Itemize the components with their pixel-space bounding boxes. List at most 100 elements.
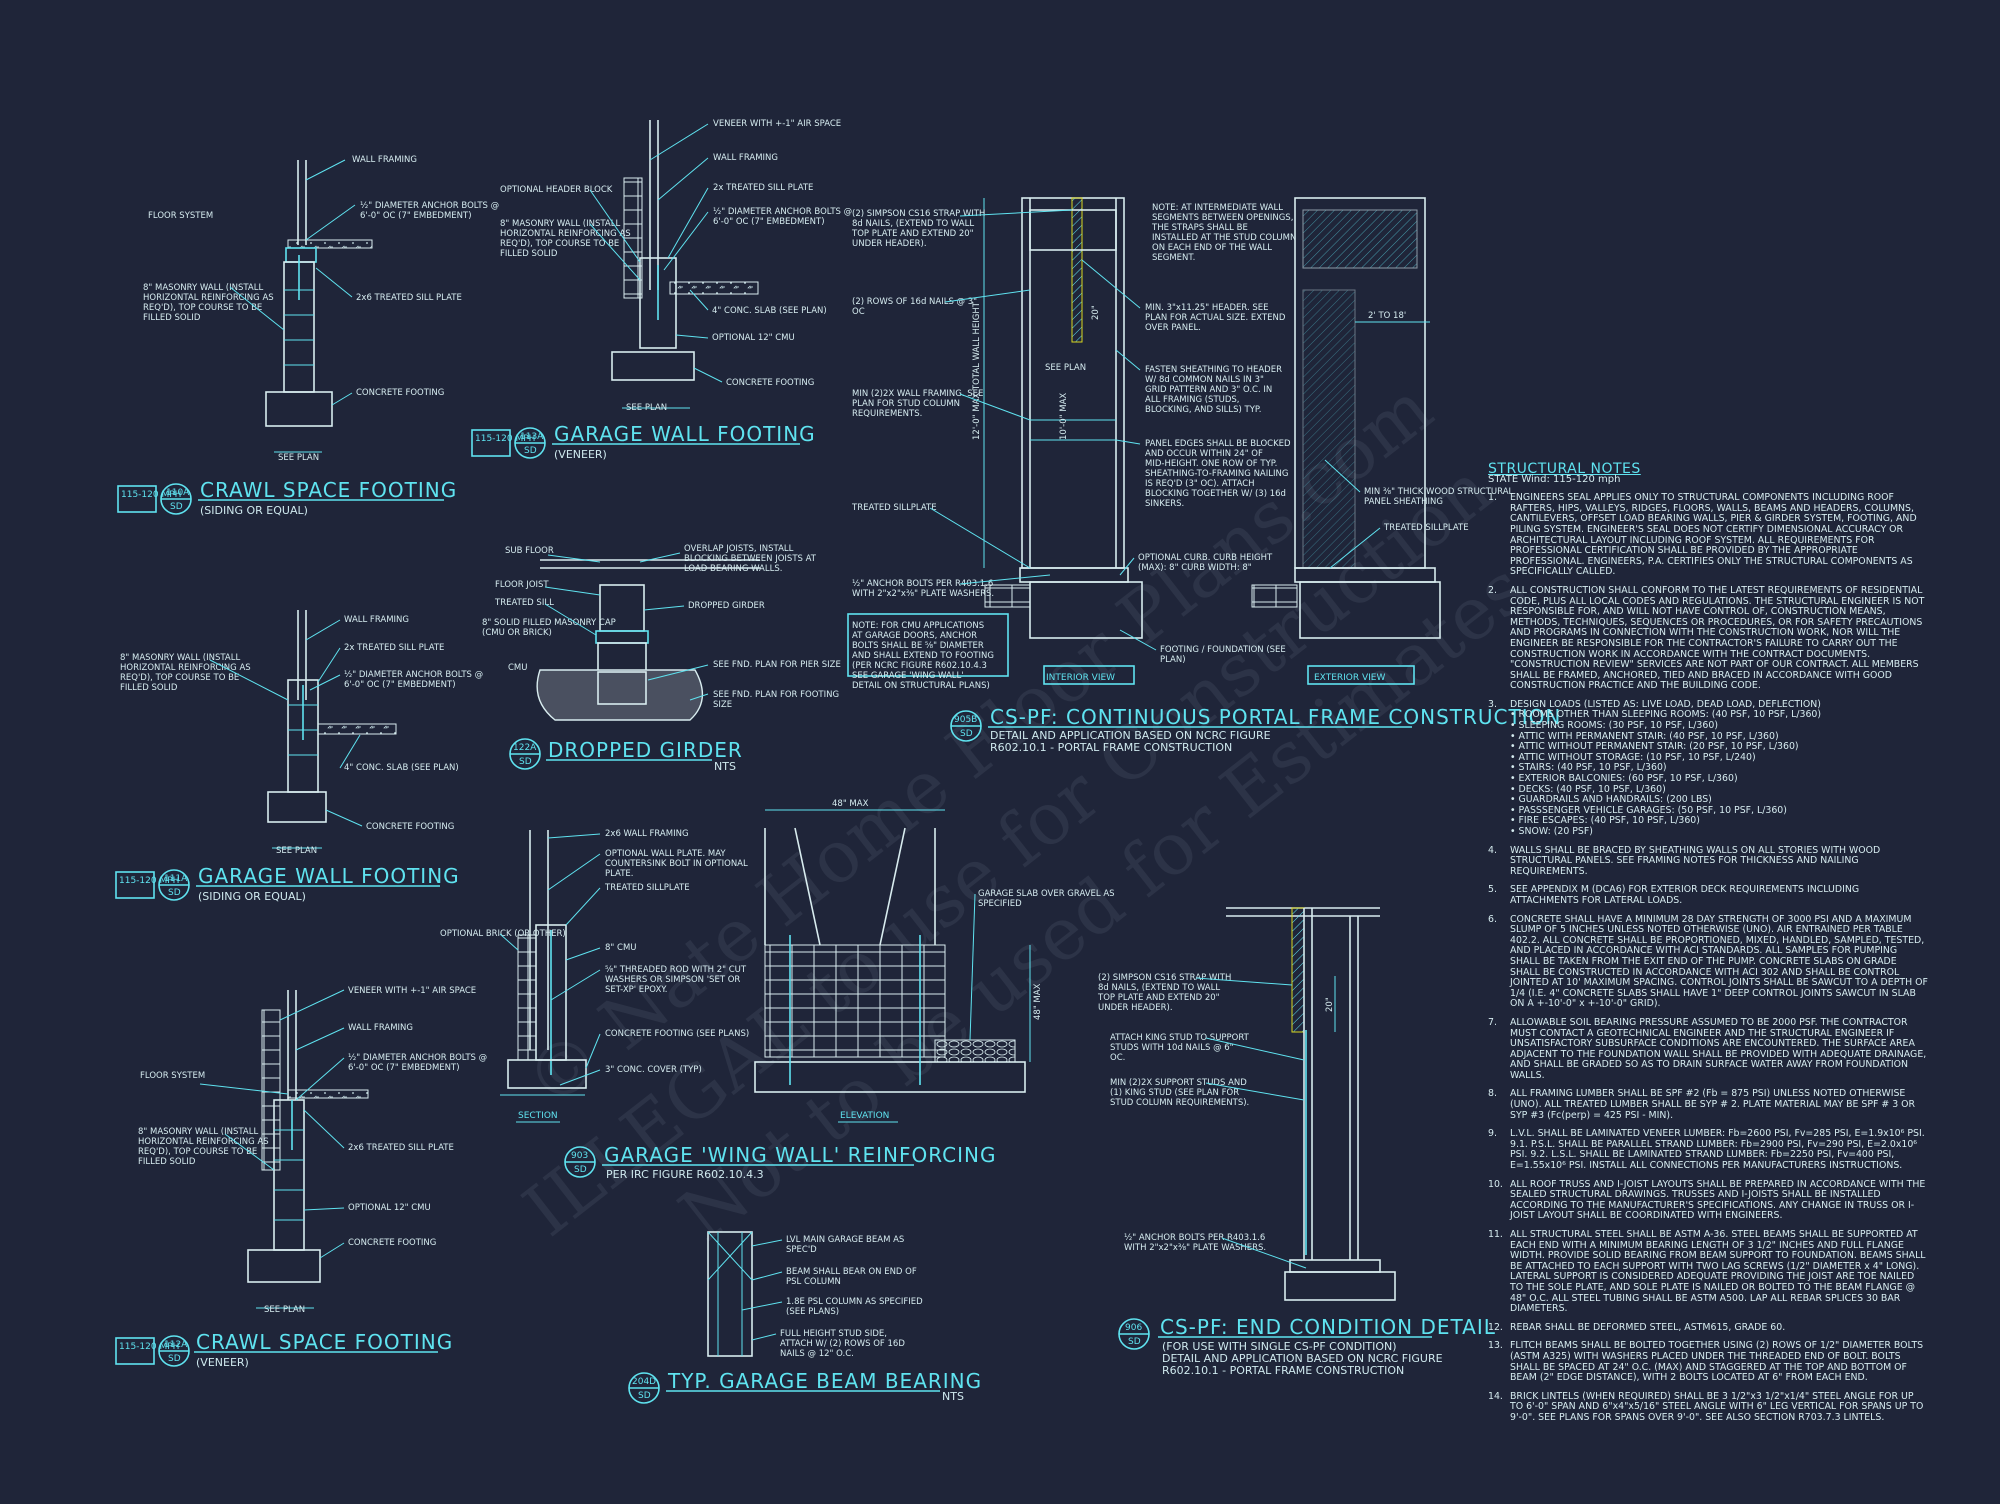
d110a-footing-label: CONCRETE FOOTING xyxy=(356,388,444,398)
d122a-joist-label: FLOOR JOIST xyxy=(495,580,549,590)
d111a-slab-label: 4" CONC. SLAB (SEE PLAN) xyxy=(344,763,459,773)
note-item: 7.ALLOWABLE SOIL BEARING PRESSURE ASSUME… xyxy=(1488,1017,1928,1082)
detail-122A: SUB FLOOR FLOOR JOIST TREATED SILL 8" SO… xyxy=(482,544,841,773)
note-body: CONCRETE SHALL HAVE A MINIMUM 28 DAY STR… xyxy=(1510,913,1928,1010)
d113a-cmu-label: OPTIONAL 12" CMU xyxy=(712,333,795,343)
d110a-title: CRAWL SPACE FOOTING xyxy=(200,478,457,502)
detail-113A: VENEER WITH +-1" AIR SPACE OPTIONAL HEAD… xyxy=(471,119,852,461)
note-number: 12. xyxy=(1488,1321,1503,1333)
d122a-id: 122A xyxy=(513,743,537,753)
d112a-veneer-label: VENEER WITH +-1" AIR SPACE xyxy=(348,986,476,996)
d111a-sill-label: 2x TREATED SILL PLATE xyxy=(344,643,444,653)
d903-brick-label: OPTIONAL BRICK (OR OTHER) xyxy=(440,929,566,939)
note-number: 9. xyxy=(1488,1128,1497,1140)
note-item: 8.ALL FRAMING LUMBER SHALL BE SPF #2 (Fb… xyxy=(1488,1089,1928,1121)
d111a-title: GARAGE WALL FOOTING xyxy=(198,864,460,888)
d113a-wind: 115-120 MPH xyxy=(475,434,535,444)
note-number: 11. xyxy=(1488,1229,1503,1240)
d111a-id: 111A xyxy=(164,874,188,884)
d903-elevation: ELEVATION xyxy=(840,1111,889,1121)
note-number: 3. xyxy=(1488,698,1497,710)
d113a-sill-label: 2x TREATED SILL PLATE xyxy=(713,183,813,193)
detail-110A: WALL FRAMING FLOOR SYSTEM ½" DIAMETER AN… xyxy=(117,155,499,517)
d905b-sillplate-label: TREATED SILLPLATE xyxy=(851,503,937,513)
d903-max48: 48" MAX xyxy=(832,799,869,809)
d204d-id: 204D xyxy=(632,1377,656,1387)
d906-support-label: MIN (2)2X SUPPORT STUDS AND(1) KING STUD… xyxy=(1110,1078,1249,1108)
d112a-cmu-label: OPTIONAL 12" CMU xyxy=(348,1203,431,1213)
note-text: BRICK LINTELS (WHEN REQUIRED) SHALL BE 3… xyxy=(1510,1390,1924,1423)
d113a-subtitle: (VENEER) xyxy=(554,448,607,461)
d204d-nts: NTS xyxy=(942,1390,964,1403)
d122a-cap-label: 8" SOLID FILLED MASONRY CAP(CMU OR BRICK… xyxy=(482,618,616,638)
d906-dim20: 20" xyxy=(1325,997,1335,1012)
d112a-footing-label: CONCRETE FOOTING xyxy=(348,1238,436,1248)
svg-text:48" MAX: 48" MAX xyxy=(1033,983,1043,1020)
d204d-stud-label: FULL HEIGHT STUD SIDE,ATTACH W/ (2) ROWS… xyxy=(780,1329,905,1359)
d113a-anchor-label: ½" DIAMETER ANCHOR BOLTS @6'-0" OC (7" E… xyxy=(713,207,852,227)
notes-list: 1.ENGINEERS SEAL APPLIES ONLY TO STRUCTU… xyxy=(1488,492,1928,1423)
d113a-id: 113A xyxy=(520,432,544,442)
d111a-seeplan-label: SEE PLAN xyxy=(276,846,317,856)
note-number: 13. xyxy=(1488,1340,1503,1352)
note-item: 2. ALL CONSTRUCTION SHALL CONFORM TO THE … xyxy=(1488,584,1928,692)
d112a-sill-label: 2x6 TREATED SILL PLATE xyxy=(348,1143,454,1153)
note-text: ENGINEERS SEAL APPLIES ONLY TO STRUCTURA… xyxy=(1510,492,1917,578)
d113a-title: GARAGE WALL FOOTING xyxy=(554,422,816,446)
d112a-sheet: SD xyxy=(168,1354,181,1364)
note-bullet: • ATTIC WITHOUT STORAGE: (10 PSF, 10 PSF… xyxy=(1510,751,1756,763)
note-item: 4.WALLS SHALL BE BRACED BY SHEATHING WAL… xyxy=(1488,844,1928,878)
note-bullets: • ROOMS OTHER THAN SLEEPING ROOMS: (40 P… xyxy=(1510,710,1821,837)
d111a-sheet: SD xyxy=(168,888,181,898)
d903-id: 903 xyxy=(571,1151,588,1161)
d111a-footing-label: CONCRETE FOOTING xyxy=(366,822,454,832)
d906-title: CS-PF: END CONDITION DETAIL xyxy=(1160,1315,1496,1339)
note-text: ALL ROOF TRUSS AND I-JOIST LAYOUTS SHALL… xyxy=(1510,1178,1926,1222)
note-text: ALL CONSTRUCTION SHALL CONFORM TO THE LA… xyxy=(1510,584,1925,692)
d903-cmu-label: 8" CMU xyxy=(605,943,637,953)
d111a-anchor-label: ½" DIAMETER ANCHOR BOLTS @6'-0" OC (7" E… xyxy=(344,670,483,690)
note-bullet: • ATTIC WITH PERMANENT STAIR: (40 PSF, 1… xyxy=(1510,730,1779,742)
note-bullet: • GUARDRAILS AND HANDRAILS: (200 LBS) xyxy=(1510,794,1712,806)
note-text: WALLS SHALL BE BRACED BY SHEATHING WALLS… xyxy=(1510,844,1881,877)
d113a-footing-label: CONCRETE FOOTING xyxy=(726,378,814,388)
note-body: ALLOWABLE SOIL BEARING PRESSURE ASSUMED … xyxy=(1510,1017,1928,1082)
d113a-veneer-label: VENEER WITH +-1" AIR SPACE xyxy=(713,119,841,129)
note-item: 9.L.V.L. SHALL BE LAMINATED VENEER LUMBE… xyxy=(1488,1128,1928,1171)
note-item: 10.ALL ROOF TRUSS AND I-JOIST LAYOUTS SH… xyxy=(1488,1178,1928,1222)
note-bullet: • PASSSENGER VEHICLE GARAGES: (50 PSF, 1… xyxy=(1510,804,1787,816)
note-body: DESIGN LOADS (LISTED AS: LIVE LOAD, DEAD… xyxy=(1510,699,1821,838)
note-text: REBAR SHALL BE DEFORMED STEEL, ASTM615, … xyxy=(1510,1321,1786,1333)
note-body: ALL ROOF TRUSS AND I-JOIST LAYOUTS SHALL… xyxy=(1510,1178,1928,1222)
d122a-sill-label: TREATED SILL xyxy=(494,598,554,608)
d905b-title: CS-PF: CONTINUOUS PORTAL FRAME CONSTRUCT… xyxy=(990,705,1561,729)
d112a-id: 112A xyxy=(164,1340,188,1350)
note-body: SEE APPENDIX M (DCA6) FOR EXTERIOR DECK … xyxy=(1510,885,1928,906)
note-bullet: • SNOW: (20 PSF) xyxy=(1510,826,1593,837)
d204d-psl-label: 1.8E PSL COLUMN AS SPECIFIED(SEE PLANS) xyxy=(786,1297,923,1317)
d905b-subtitle1: DETAIL AND APPLICATION BASED ON NCRC FIG… xyxy=(990,729,1271,742)
note-number: 2. xyxy=(1488,584,1497,596)
d110a-seeplan-label: SEE PLAN xyxy=(278,453,319,463)
note-body: ALL FRAMING LUMBER SHALL BE SPF #2 (Fb =… xyxy=(1510,1089,1928,1121)
d204d-title: TYP. GARAGE BEAM BEARING xyxy=(667,1369,982,1393)
note-item: 5.SEE APPENDIX M (DCA6) FOR EXTERIOR DEC… xyxy=(1488,885,1928,906)
d110a-wind: 115-120 MPH xyxy=(121,490,181,500)
note-number: 6. xyxy=(1488,913,1497,925)
d112a-title: CRAWL SPACE FOOTING xyxy=(196,1330,453,1354)
structural-notes: STRUCTURAL NOTES STATE Wind: 115-120 mph… xyxy=(1488,462,1928,1432)
note-text: CONCRETE SHALL HAVE A MINIMUM 28 DAY STR… xyxy=(1510,913,1928,1010)
d122a-cmu-label: CMU xyxy=(508,663,528,673)
d903-title: GARAGE 'WING WALL' REINFORCING xyxy=(604,1143,996,1167)
d903-framing-label: 2x6 WALL FRAMING xyxy=(605,829,689,839)
